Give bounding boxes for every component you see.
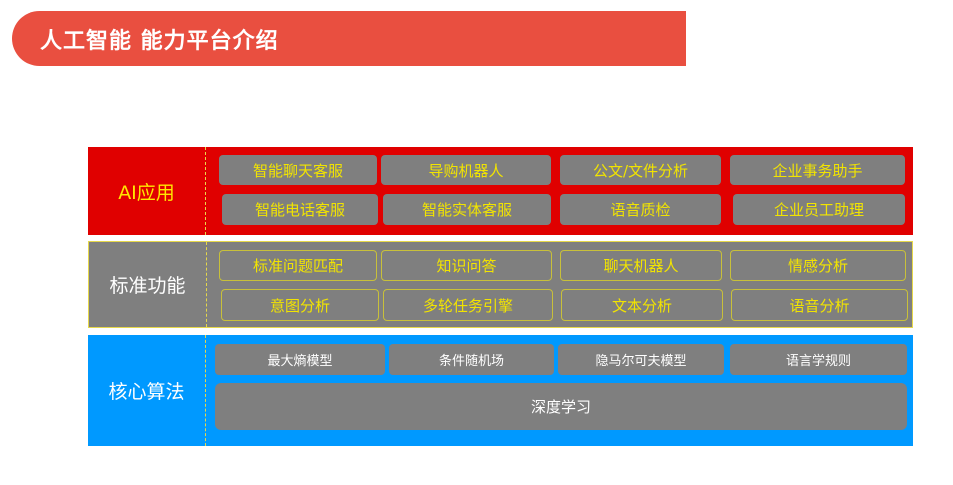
ai-item[interactable]: 企业员工助理 [733,194,905,225]
ai-item[interactable]: 智能实体客服 [383,194,551,225]
page-title: 人工智能 能力平台介绍 [40,29,279,54]
std-item[interactable]: 聊天机器人 [560,250,722,281]
core-item-deep-learning[interactable]: 深度学习 [215,383,907,430]
core-item[interactable]: 最大熵模型 [215,344,385,375]
ai-item[interactable]: 企业事务助手 [730,155,905,185]
std-item[interactable]: 标准问题匹配 [219,250,377,281]
layer-label: 核心算法 [88,335,206,446]
std-item[interactable]: 多轮任务引擎 [383,289,553,321]
layer-standard-functions: 标准功能 标准问题匹配 知识问答 聊天机器人 情感分析 意图分析 多轮任务引擎 … [88,241,913,328]
layer-core-algorithms: 核心算法 最大熵模型 条件随机场 隐马尔可夫模型 语言学规则 深度学习 [88,335,913,446]
ai-item[interactable]: 智能聊天客服 [219,155,377,185]
layer-label: 标准功能 [89,242,207,327]
ai-item[interactable]: 导购机器人 [381,155,551,185]
core-item[interactable]: 隐马尔可夫模型 [558,344,724,375]
std-item[interactable]: 情感分析 [730,250,906,281]
title-banner: 人工智能 能力平台介绍 [12,11,686,66]
ai-item[interactable]: 智能电话客服 [222,194,378,225]
ai-item[interactable]: 语音质检 [560,194,721,225]
core-item[interactable]: 条件随机场 [389,344,554,375]
layer-label: AI应用 [88,147,206,235]
std-item[interactable]: 语音分析 [731,289,908,321]
core-item[interactable]: 语言学规则 [730,344,907,375]
std-item[interactable]: 知识问答 [381,250,552,281]
std-item[interactable]: 文本分析 [561,289,723,321]
layer-ai-applications: AI应用 智能聊天客服 导购机器人 公文/文件分析 企业事务助手 智能电话客服 … [88,147,913,235]
ai-item[interactable]: 公文/文件分析 [560,155,721,185]
std-item[interactable]: 意图分析 [221,289,379,321]
